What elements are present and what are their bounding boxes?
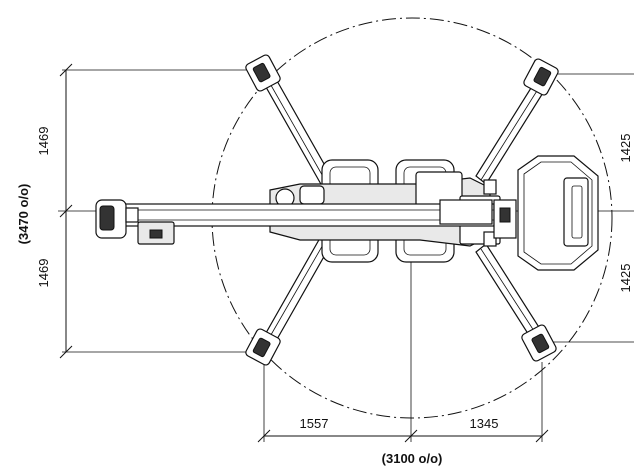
dim-bottom-left: 1557: [300, 416, 329, 431]
dim-bottom-right: 1345: [470, 416, 499, 431]
dim-right-top: 1425: [618, 134, 633, 163]
dim-total-length: (3100 o/o): [382, 451, 443, 466]
boom: [95, 199, 517, 245]
right-extension-lines: [548, 73, 634, 343]
dim-right-bottom: 1425: [618, 264, 633, 293]
dim-total-width: (3470 o/o): [16, 184, 31, 245]
outrigger-pads: [245, 54, 559, 366]
dim-left-bottom: 1469: [36, 259, 51, 288]
basket: [517, 155, 599, 271]
dim-left-top: 1469: [36, 127, 51, 156]
